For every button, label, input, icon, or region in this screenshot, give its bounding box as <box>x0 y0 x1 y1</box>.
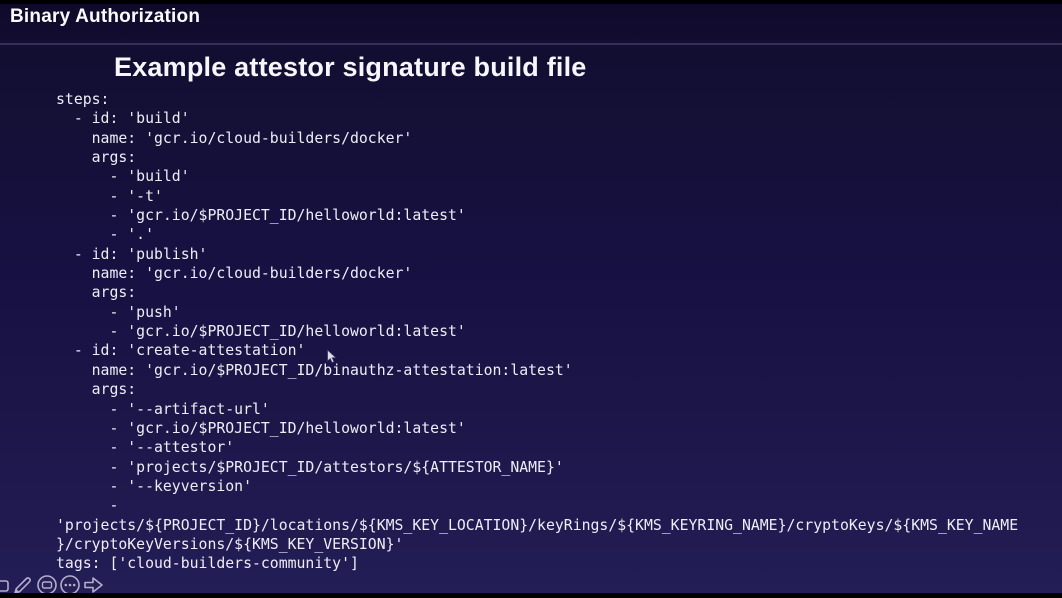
slide-heading: Example attestor signature build file <box>114 52 587 82</box>
mouse-cursor-icon <box>326 349 338 369</box>
deck-title: Binary Authorization <box>10 6 201 27</box>
forward-arrow-icon[interactable] <box>82 574 106 596</box>
header-divider <box>0 43 1062 45</box>
annotation-toolbar <box>0 573 106 597</box>
more-options-icon[interactable] <box>59 574 81 596</box>
rectangle-tool-icon[interactable] <box>0 574 10 596</box>
build-file-code: steps: - id: 'build' name: 'gcr.io/cloud… <box>56 91 1019 573</box>
bottom-letterbox <box>0 593 1062 598</box>
top-letterbox <box>0 0 1062 4</box>
pencil-tool-icon[interactable] <box>11 573 35 597</box>
